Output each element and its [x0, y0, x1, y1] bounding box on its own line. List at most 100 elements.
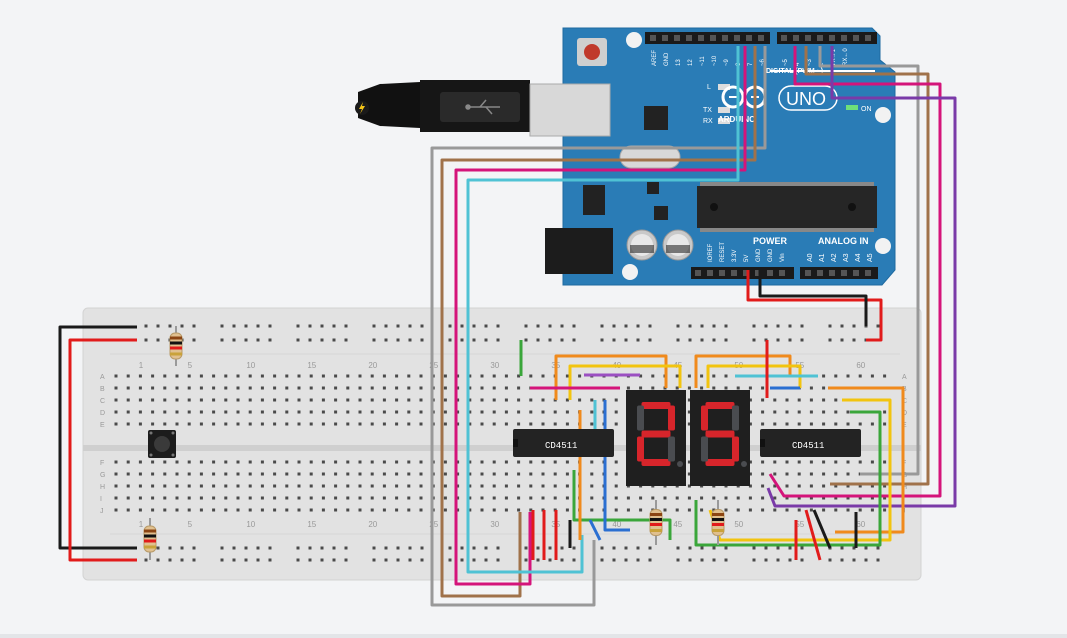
- segment-b: [732, 405, 739, 431]
- power-pin-label: IOREF: [708, 243, 714, 262]
- wire-yellow-a: [568, 364, 682, 400]
- wire-magenta-2: [768, 46, 942, 498]
- row-letter: E: [100, 422, 105, 429]
- cd4511-chip-2[interactable]: CD4511: [760, 429, 861, 457]
- usb-chip: [644, 106, 668, 130]
- pin-label: 2: [819, 62, 825, 66]
- pin-label: ~5: [783, 58, 789, 66]
- row-letter: J: [100, 508, 104, 515]
- digital-header-2[interactable]: [777, 32, 877, 44]
- capacitor-1: [626, 229, 658, 261]
- segment-d: [641, 459, 671, 466]
- power-pin-label: Vin: [780, 253, 786, 262]
- reset-button[interactable]: [577, 38, 607, 66]
- pin-label: TX→1: [831, 48, 837, 66]
- wire-orange-a: [554, 354, 668, 400]
- row-letter: D: [902, 410, 907, 417]
- pin-label: 13: [676, 59, 682, 66]
- segment-g: [705, 430, 735, 438]
- segment-e: [637, 436, 644, 462]
- row-letter: A: [100, 374, 105, 381]
- usb-icon: [465, 99, 500, 115]
- wire-green-b: [572, 470, 672, 540]
- segment-b: [668, 405, 675, 431]
- resistor-top-left[interactable]: [169, 326, 183, 366]
- row-letter: A: [902, 374, 907, 381]
- resistor-bottom-left[interactable]: [143, 518, 157, 560]
- row-letter: D: [100, 410, 105, 417]
- column-number: 30: [490, 520, 499, 529]
- analog-pin-label: A3: [843, 253, 850, 262]
- column-number: 60: [856, 361, 865, 370]
- rx-led-label: RX: [703, 118, 713, 125]
- wire-black-b2: [812, 509, 832, 549]
- seven-segment-display-1[interactable]: [626, 390, 686, 486]
- pin-label: ~9: [724, 58, 730, 66]
- atmega-chip: [697, 182, 877, 232]
- column-number: 5: [188, 361, 193, 370]
- wire-black-left: [58, 325, 137, 550]
- column-number: 40: [612, 520, 621, 529]
- resistor-mid-1[interactable]: [649, 500, 663, 545]
- column-number: 5: [188, 520, 193, 529]
- column-number: 50: [734, 520, 743, 529]
- bottom-strip: [0, 634, 1067, 638]
- wire-red-left: [68, 338, 137, 562]
- segment-e: [701, 436, 708, 462]
- segment-a: [641, 402, 671, 409]
- column-number: 60: [856, 520, 865, 529]
- row-letter: F: [100, 460, 104, 467]
- segment-f: [701, 405, 708, 431]
- power-pin-label: GND: [756, 248, 762, 262]
- segment-d: [705, 459, 735, 466]
- segment-a: [705, 402, 735, 409]
- wire-grey-1: [430, 46, 767, 607]
- row-letter: B: [100, 386, 105, 393]
- analog-pin-label: A0: [807, 253, 814, 262]
- pin-label: 12: [688, 59, 694, 66]
- wire-red-5v: [746, 270, 883, 342]
- resistor-mid-2[interactable]: [711, 500, 725, 545]
- decimal-point: [741, 461, 747, 467]
- small-chip: [654, 206, 668, 220]
- regulator: [583, 185, 605, 215]
- wire-orange-d: [828, 386, 905, 534]
- wire-green-d: [694, 410, 882, 547]
- pin-label: RX←0: [843, 48, 849, 66]
- cd4511-chip-1[interactable]: CD4511: [513, 429, 614, 457]
- column-number: 20: [368, 361, 377, 370]
- column-number: 10: [246, 520, 255, 529]
- power-header[interactable]: [691, 267, 794, 279]
- l-led-label: L: [707, 84, 711, 91]
- decimal-point: [677, 461, 683, 467]
- pin-label: ~3: [807, 58, 813, 66]
- power-jack[interactable]: [545, 228, 613, 274]
- seven-segment-display-2[interactable]: [690, 390, 750, 486]
- pin-label: 7: [748, 62, 754, 66]
- push-button[interactable]: [148, 430, 176, 458]
- column-number: 25: [429, 361, 438, 370]
- on-label: ON: [861, 106, 872, 113]
- wire-cyan-1: [466, 46, 740, 574]
- wire-blue-c: [588, 519, 602, 541]
- lightning-icon: [355, 101, 369, 115]
- crystal: [619, 145, 681, 169]
- on-led: [846, 105, 858, 110]
- row-letter: C: [100, 398, 105, 405]
- row-letter: H: [902, 484, 907, 491]
- pin-label: GND: [664, 52, 670, 66]
- power-pin-label: 3.3V: [732, 250, 738, 262]
- column-number: 10: [246, 361, 255, 370]
- segment-c: [732, 436, 739, 462]
- chip-1-label: CD4511: [545, 441, 577, 451]
- column-number: 30: [490, 361, 499, 370]
- usb-cable[interactable]: [355, 80, 611, 137]
- small-chip-2: [647, 182, 659, 194]
- chip-2-label: CD4511: [792, 441, 824, 451]
- analog-label: ANALOG IN: [818, 236, 869, 246]
- pin-label: AREF: [652, 50, 658, 66]
- uno-label: UNO: [786, 89, 826, 109]
- power-pin-label: GND: [768, 248, 774, 262]
